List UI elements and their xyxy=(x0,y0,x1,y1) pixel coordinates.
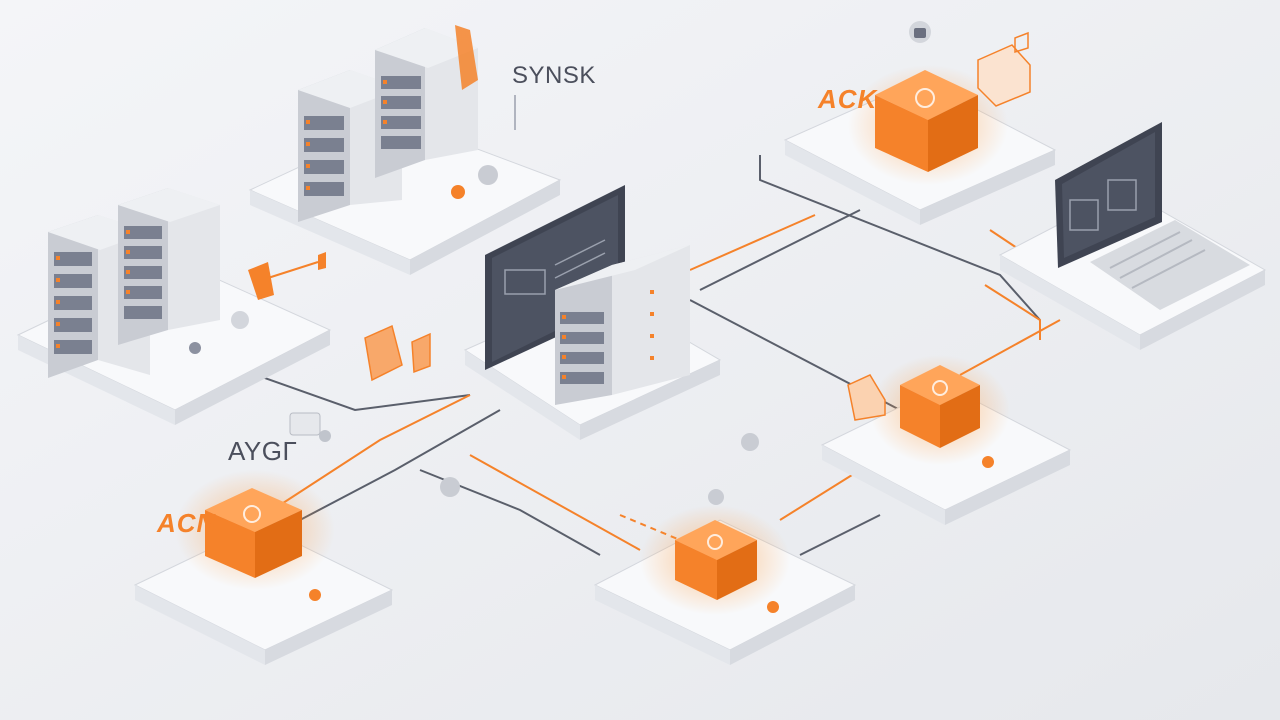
cube-icon xyxy=(870,355,1010,465)
link-hub-to-top-right-2 xyxy=(699,209,861,291)
link-top-right-down xyxy=(759,155,1041,321)
server-rack-icon xyxy=(118,188,220,345)
monitor-icon xyxy=(485,185,625,370)
orange-tag-icon xyxy=(364,324,431,382)
chat-icon xyxy=(189,311,249,354)
connection-lines xyxy=(199,155,1096,556)
link-hub-to-bottom-left xyxy=(279,394,471,506)
orange-badge-icon xyxy=(248,252,326,300)
server-rack-icon xyxy=(375,25,478,178)
link-hub-to-bottom-left-2 xyxy=(299,409,501,521)
lock-icon xyxy=(909,21,931,43)
orange-device-icon xyxy=(977,31,1031,107)
server-rack-icon xyxy=(555,245,690,405)
cube-icon xyxy=(175,470,335,590)
link-bottom-to-mid-right xyxy=(799,514,881,556)
orange-bracket-icon xyxy=(847,374,886,421)
link-orange-icon xyxy=(267,261,319,279)
link-mid-to-bottom-right xyxy=(779,469,861,521)
link-hub-to-top-right xyxy=(689,214,816,271)
link-laptop-side xyxy=(984,284,1041,340)
node-icon xyxy=(309,165,994,613)
laptop-icon xyxy=(1055,122,1250,310)
connector-icon xyxy=(289,412,331,442)
cube-icon xyxy=(848,65,1008,185)
link-hub-to-bottom xyxy=(469,454,641,551)
cube-icon xyxy=(640,505,790,615)
